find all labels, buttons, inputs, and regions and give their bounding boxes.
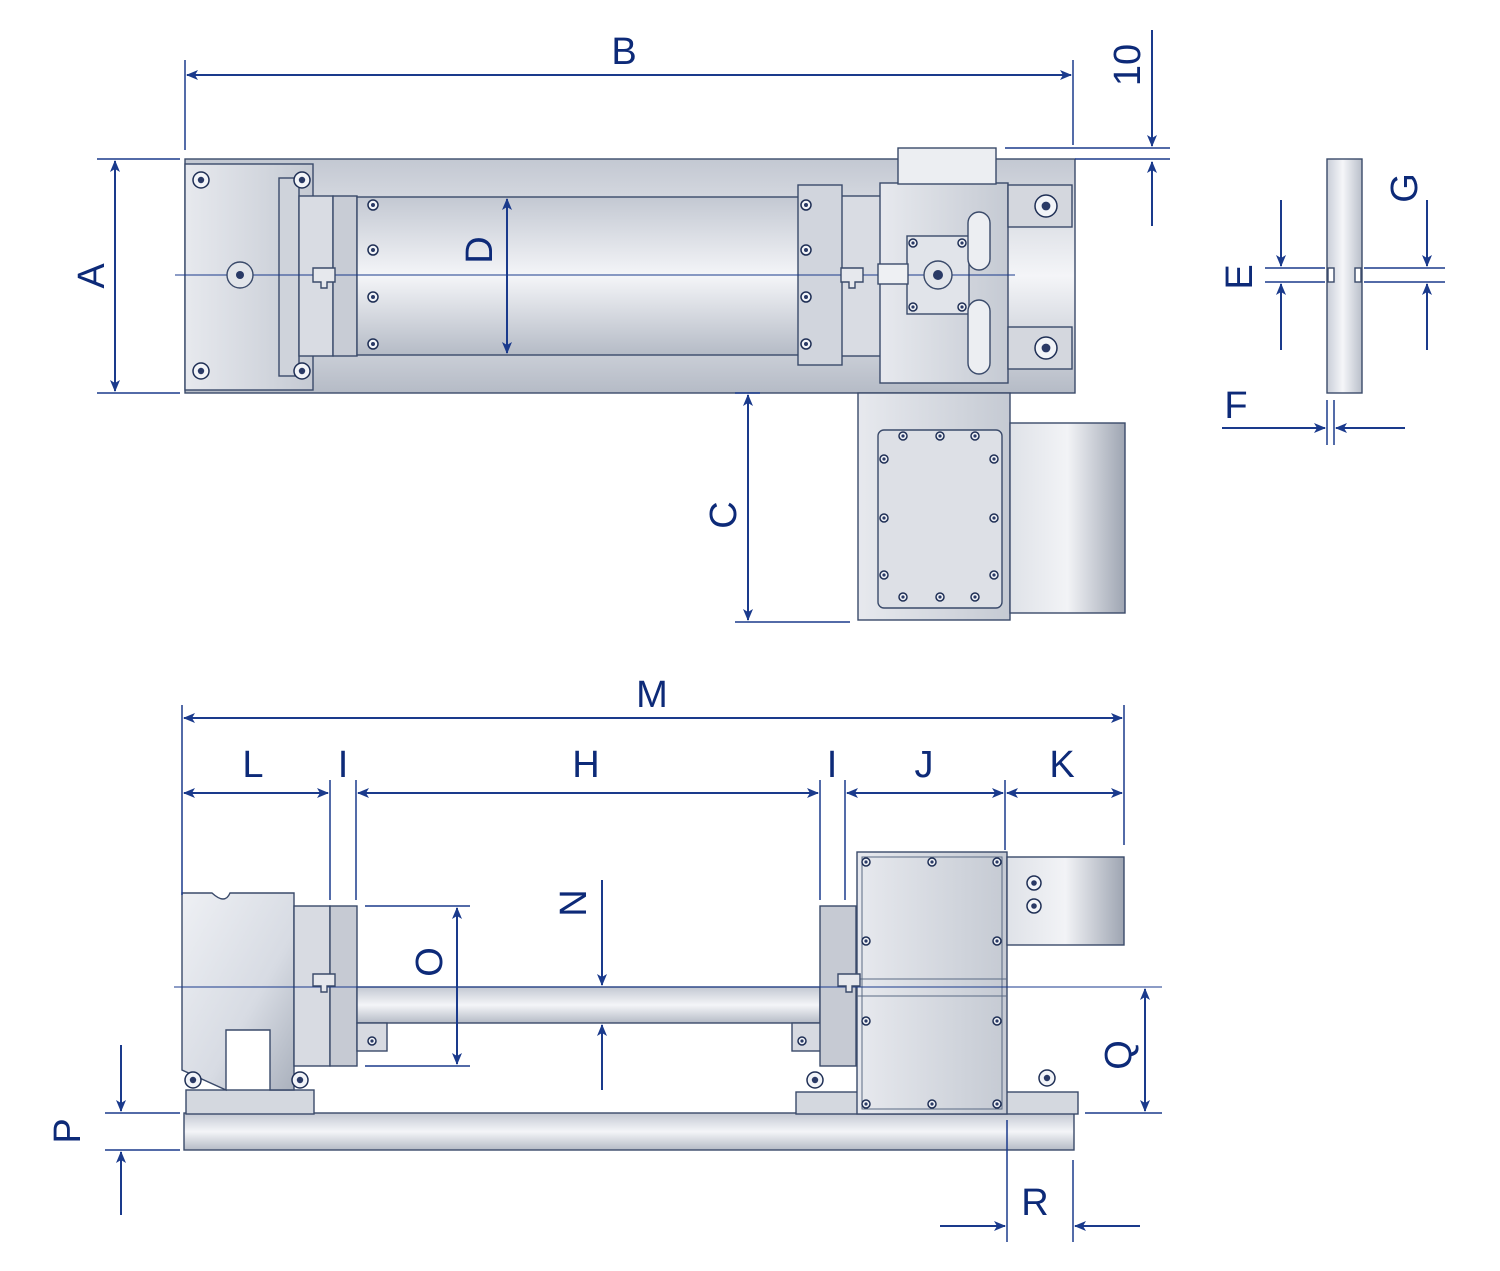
label-g: G: [1384, 173, 1426, 203]
side-view: [174, 851, 1162, 1151]
label-j: J: [915, 744, 934, 786]
label-r: R: [1021, 1182, 1048, 1224]
label-i-right: I: [827, 744, 838, 786]
label-a: A: [71, 263, 113, 289]
label-b: B: [611, 31, 636, 73]
label-f: F: [1224, 385, 1247, 427]
label-m: M: [636, 674, 668, 716]
label-10: 10: [1107, 44, 1149, 86]
label-e: E: [1219, 264, 1261, 289]
headstock-side: [181, 892, 295, 1092]
motor-side: [1006, 856, 1125, 946]
gearbox-side: [856, 851, 1008, 1115]
label-q: Q: [1098, 1040, 1140, 1070]
workpiece-table-top: [356, 196, 818, 356]
label-n: N: [553, 889, 595, 916]
label-p: P: [47, 1118, 89, 1143]
motor-top: [1009, 422, 1126, 614]
label-c: C: [703, 501, 745, 528]
label-l: L: [242, 744, 263, 786]
top-view: [175, 147, 1126, 621]
dimension-lines: [97, 30, 1445, 1242]
label-o: O: [409, 947, 451, 977]
side-base-rail: [183, 1112, 1075, 1151]
end-profile-view: [1326, 158, 1363, 394]
workpiece-table-side: [356, 986, 821, 1024]
label-k: K: [1049, 744, 1074, 786]
fastener-details: [184, 171, 1058, 1109]
label-i-left: I: [338, 744, 349, 786]
label-h: H: [572, 744, 599, 786]
dimension-labels: B 10 A D C E G F M L I H I J K N O Q P R: [47, 31, 1426, 1224]
label-d: D: [459, 236, 501, 263]
